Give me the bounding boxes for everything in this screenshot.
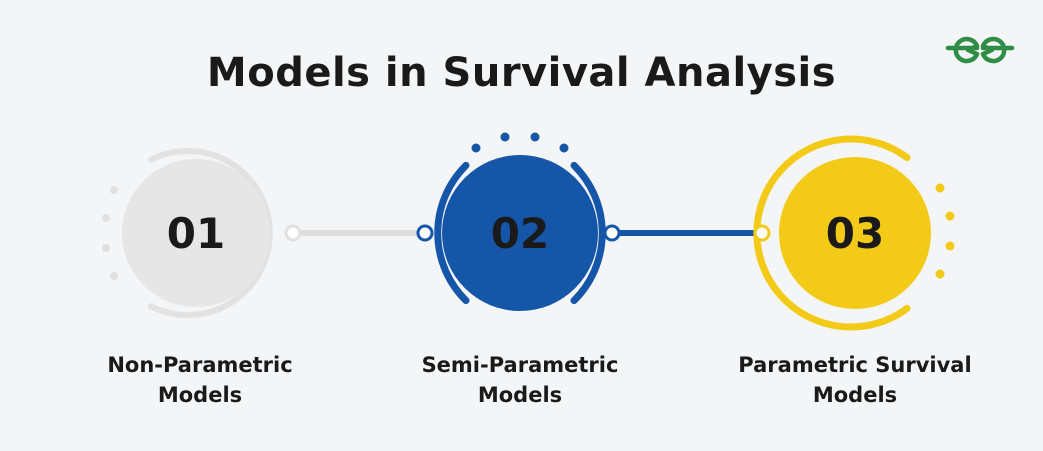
step-2-handle-right: [603, 224, 621, 242]
step-3-dot: [935, 269, 945, 279]
step-2-label-line2: Models: [477, 383, 563, 407]
step-2-dot: [471, 143, 481, 153]
step-1-dot: [102, 214, 110, 222]
step-2-label: Semi-Parametric Models: [370, 350, 670, 410]
step-2-label-line1: Semi-Parametric: [421, 353, 619, 377]
step-1-label-line1: Non-Parametric: [107, 353, 293, 377]
step-2-dot: [500, 132, 510, 142]
step-3-circle: [779, 157, 931, 309]
step-2-circle: [442, 155, 598, 311]
step-1-node: 01: [102, 148, 302, 318]
step-3-node: 03: [753, 135, 955, 331]
step-1-dot: [110, 272, 118, 280]
step-3-label-line2: Models: [812, 383, 898, 407]
step-1-dot: [110, 186, 118, 194]
step-2-ring-left: [434, 161, 470, 305]
step-1-label: Non-Parametric Models: [50, 350, 350, 410]
step-2-ring-right: [570, 161, 606, 305]
step-3-label-line1: Parametric Survival: [738, 353, 972, 377]
step-3-dot: [945, 241, 955, 251]
step-3-handle: [753, 224, 771, 242]
step-3-number: 03: [826, 209, 884, 258]
step-1-circle: [122, 159, 270, 307]
step-3-dot: [935, 183, 945, 193]
step-1-dot: [102, 244, 110, 252]
geeksforgeeks-logo: [945, 36, 1015, 64]
step-3-dot: [945, 211, 955, 221]
step-1-handle: [284, 224, 302, 242]
step-2-handle-left: [416, 224, 434, 242]
page-title: Models in Survival Analysis: [206, 50, 837, 96]
step-2-node: 02: [416, 132, 621, 311]
step-2-dot: [559, 143, 569, 153]
step-1-number: 01: [167, 209, 225, 258]
step-2-dot: [530, 132, 540, 142]
step-1-label-line2: Models: [157, 383, 243, 407]
step-3-label: Parametric Survival Models: [705, 350, 1005, 410]
step-2-number: 02: [491, 209, 549, 258]
